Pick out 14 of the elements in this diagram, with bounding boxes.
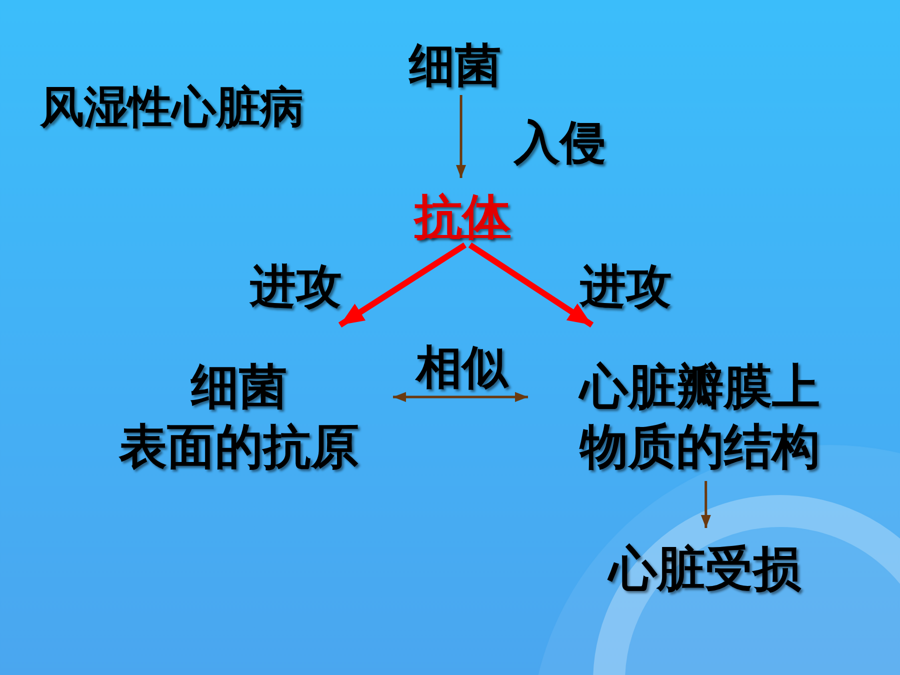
slide-title: 风湿性心脏病 [40, 84, 304, 132]
edge-label: 相似 [416, 343, 508, 393]
edge-label: 进攻 [250, 262, 342, 312]
arrow [456, 95, 466, 178]
arrow [338, 242, 467, 328]
arrow [393, 392, 528, 402]
edge-label: 入侵 [514, 118, 606, 168]
node-label: 心脏瓣膜上物质的结构 [580, 360, 821, 476]
node-label: 细菌表面的抗原 [118, 360, 360, 476]
node-label: 细菌 [409, 42, 501, 90]
arrow [468, 242, 594, 328]
arrow [700, 481, 711, 528]
node-label: 心脏受损 [609, 544, 801, 596]
edge-label: 进攻 [580, 262, 672, 312]
